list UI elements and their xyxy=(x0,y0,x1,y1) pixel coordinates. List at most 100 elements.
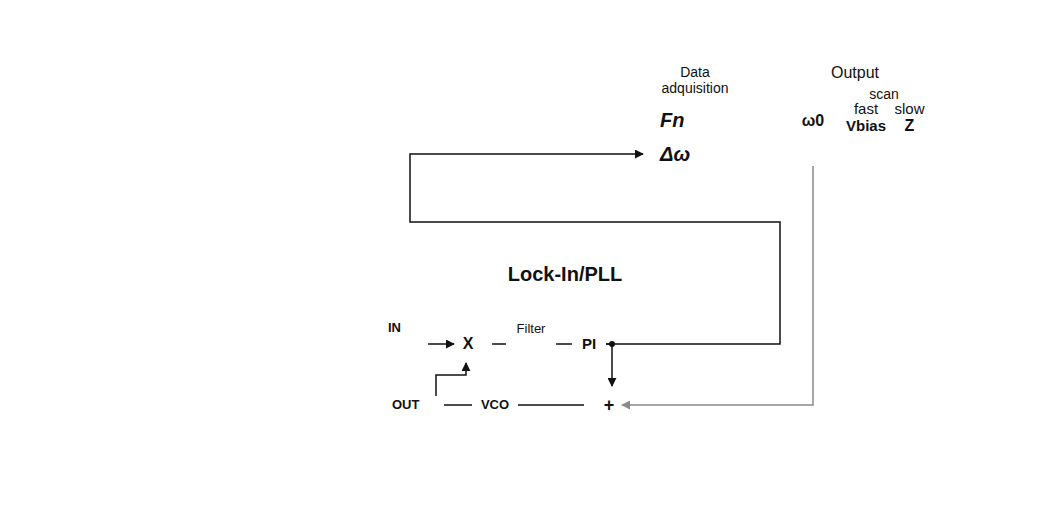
jack-circle xyxy=(430,399,442,411)
text-group: + xyxy=(584,386,622,424)
text-group: fastVbias xyxy=(842,100,890,166)
output-jack: ω0 xyxy=(798,112,828,166)
box-side-face xyxy=(745,262,775,445)
jack-dot xyxy=(811,156,815,160)
bias-wire xyxy=(193,164,866,478)
jack-dot xyxy=(648,118,652,122)
block-name: PI xyxy=(582,335,596,352)
multiplier-symbol: X xyxy=(463,335,474,353)
multiplier: X xyxy=(454,325,492,363)
oscillation-arrow xyxy=(79,286,81,336)
housing-top xyxy=(634,46,958,60)
signal-connector xyxy=(410,154,780,344)
photodetector-upper xyxy=(203,63,272,118)
text-group: PI xyxy=(572,333,606,355)
pi-controller: PI xyxy=(572,333,606,355)
signal-name: Fn xyxy=(660,109,684,132)
sample-holder-stripe xyxy=(97,376,99,499)
pin-name: IN xyxy=(388,321,401,336)
photodetector-lower xyxy=(208,118,277,167)
jack-circle xyxy=(860,152,872,164)
filter-lead xyxy=(542,343,556,345)
laser-back xyxy=(0,100,27,128)
junction-dot xyxy=(354,117,360,123)
jack-dot xyxy=(864,156,868,160)
signal-name: Δω xyxy=(660,143,690,166)
detector-signal-wire xyxy=(357,120,408,344)
resistor-symbol xyxy=(520,340,542,348)
multiplier-triangle xyxy=(455,326,491,362)
cantilever-lever-top xyxy=(105,258,205,312)
reflected-beam xyxy=(134,108,256,302)
oscillation-arrow-head xyxy=(74,279,86,290)
adder-symbol: + xyxy=(604,395,615,416)
housing-front xyxy=(634,60,936,174)
input-jack: Fn xyxy=(643,108,695,132)
jack-dot xyxy=(434,403,438,407)
low-pass-filter: Filter xyxy=(506,322,556,366)
sample-holder-body xyxy=(75,362,189,502)
lock-in-pll-unit: Lock-In/PLL IN X Filter PI OUT VCO + xyxy=(385,262,775,445)
jack-circle xyxy=(410,338,422,350)
cantilever-chip-front xyxy=(198,244,298,270)
jack-dot xyxy=(414,342,418,346)
panel-face xyxy=(778,62,932,170)
block-border xyxy=(473,396,518,415)
sample-dot xyxy=(115,358,121,364)
signal-connector xyxy=(622,166,813,405)
signal-name: Vbias xyxy=(846,117,886,134)
panel-heading: Output xyxy=(831,64,879,82)
sample-holder-stripe xyxy=(165,376,167,499)
data-acquisition-panel: Data adquisitionFnΔω xyxy=(640,62,750,170)
signal-connector xyxy=(428,343,454,345)
text-group: Fn xyxy=(643,108,695,132)
jack-circle xyxy=(807,152,819,164)
panel-face xyxy=(836,84,932,170)
housing-divider xyxy=(750,62,778,170)
laser-lens xyxy=(36,156,53,170)
signal-connector xyxy=(518,404,584,406)
output-panel: Outputω0scanfastVbiasslowZ xyxy=(778,62,932,170)
laser-body xyxy=(0,105,58,173)
output-jack: OUT xyxy=(392,396,444,414)
sample-holder-top xyxy=(75,346,189,378)
cantilever-lever-front xyxy=(105,305,150,322)
signal-name: ω0 xyxy=(802,112,824,130)
photodetector-frame xyxy=(195,55,283,175)
signal-connector xyxy=(436,363,466,396)
filter-lead xyxy=(506,343,520,345)
input-jack: IN xyxy=(388,321,428,367)
jack-circle xyxy=(644,148,656,160)
jack-dot xyxy=(908,156,912,160)
pin-name: OUT xyxy=(392,398,419,413)
z-wire xyxy=(186,164,909,497)
channel-name: fast xyxy=(854,100,878,117)
cantilever-deflected xyxy=(100,249,205,292)
box-top-face xyxy=(385,262,775,290)
input-jack: Δω xyxy=(643,142,695,166)
channel-name: slow xyxy=(894,100,924,117)
scan-panel: scanfastVbiasslowZ xyxy=(836,84,932,170)
unit-title: Lock-In/PLL xyxy=(385,263,745,286)
jack-circle xyxy=(644,114,656,126)
block-border xyxy=(573,334,606,355)
signal-name: Z xyxy=(905,117,915,135)
box-front-face xyxy=(385,290,745,445)
text-group: VCO xyxy=(472,395,518,415)
signal-connector xyxy=(492,343,506,345)
signal-connector xyxy=(606,344,612,386)
output-jack: fastVbias xyxy=(842,100,890,166)
oscillation-arrow-head xyxy=(74,332,86,343)
laser xyxy=(0,100,61,177)
block-name: VCO xyxy=(481,398,509,413)
panel-heading: Data adquisition xyxy=(648,64,742,96)
laser-beam xyxy=(40,160,140,302)
text-group: Data adquisition xyxy=(640,62,750,170)
cantilever-tip xyxy=(115,318,148,347)
text-group: Δω xyxy=(643,142,695,166)
vco-box: VCO xyxy=(472,395,518,415)
